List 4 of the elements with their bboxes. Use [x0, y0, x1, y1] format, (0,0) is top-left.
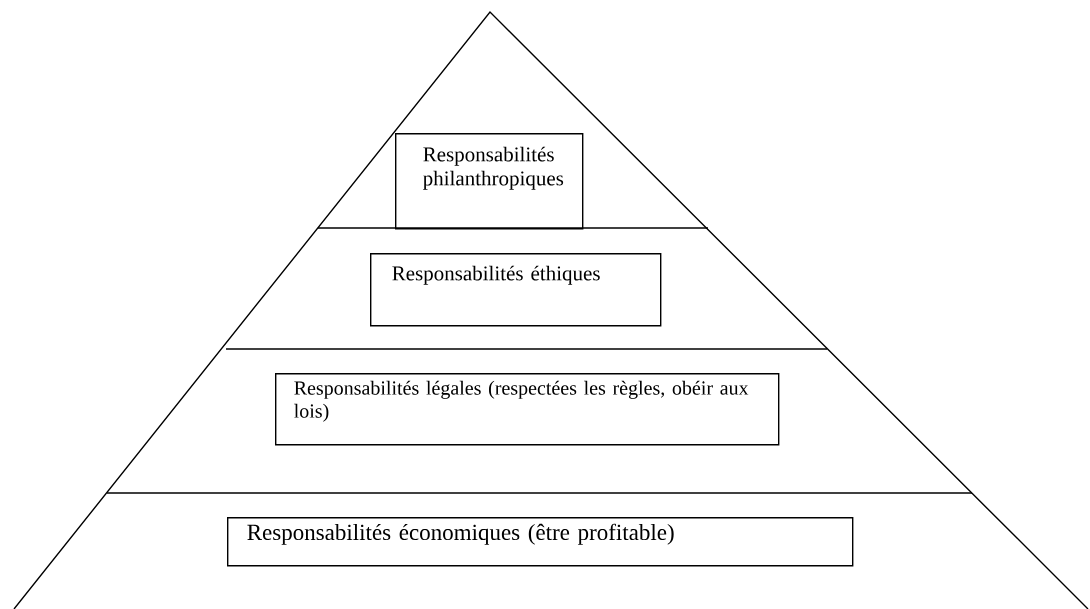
text-box: Responsabilités économiques (être profitable)	[227, 517, 854, 567]
text-box: Responsabilités philanthropiques	[395, 133, 584, 230]
text-box: Responsabilités éthiques	[370, 253, 662, 327]
text-box: Responsabilités légales (respectées les règles, obéir aux lois)	[275, 373, 780, 446]
